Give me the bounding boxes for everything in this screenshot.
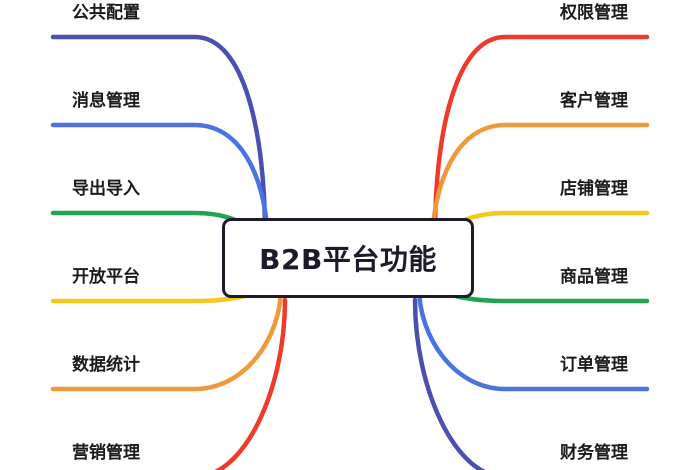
branch-label-store[interactable]: 店铺管理: [560, 179, 628, 199]
branch-label-product[interactable]: 商品管理: [560, 267, 628, 287]
left-branch-line-4: [50, 284, 284, 392]
branch-label-finance[interactable]: 财务管理: [560, 443, 628, 463]
branch-label-marketing[interactable]: 营销管理: [72, 443, 140, 463]
branch-label-public-config[interactable]: 公共配置: [72, 3, 140, 23]
center-title: B2B平台功能: [259, 243, 437, 276]
branch-label-import-export[interactable]: 导出导入: [72, 179, 140, 199]
right-branch-line-4: [416, 284, 650, 392]
branch-label-statistics[interactable]: 数据统计: [72, 355, 140, 375]
branch-label-order[interactable]: 订单管理: [560, 355, 628, 375]
branch-label-message-mgmt[interactable]: 消息管理: [72, 91, 140, 111]
center-node[interactable]: B2B平台功能: [222, 218, 474, 298]
left-branch-line-0: [50, 34, 268, 237]
branch-label-open-platform[interactable]: 开放平台: [72, 267, 140, 287]
left-branch-line-5: [214, 297, 288, 470]
right-branch-line-0: [432, 34, 650, 237]
branch-label-customer[interactable]: 客户管理: [560, 91, 628, 111]
right-branch-line-5: [412, 297, 486, 470]
branch-label-permission[interactable]: 权限管理: [560, 3, 628, 23]
